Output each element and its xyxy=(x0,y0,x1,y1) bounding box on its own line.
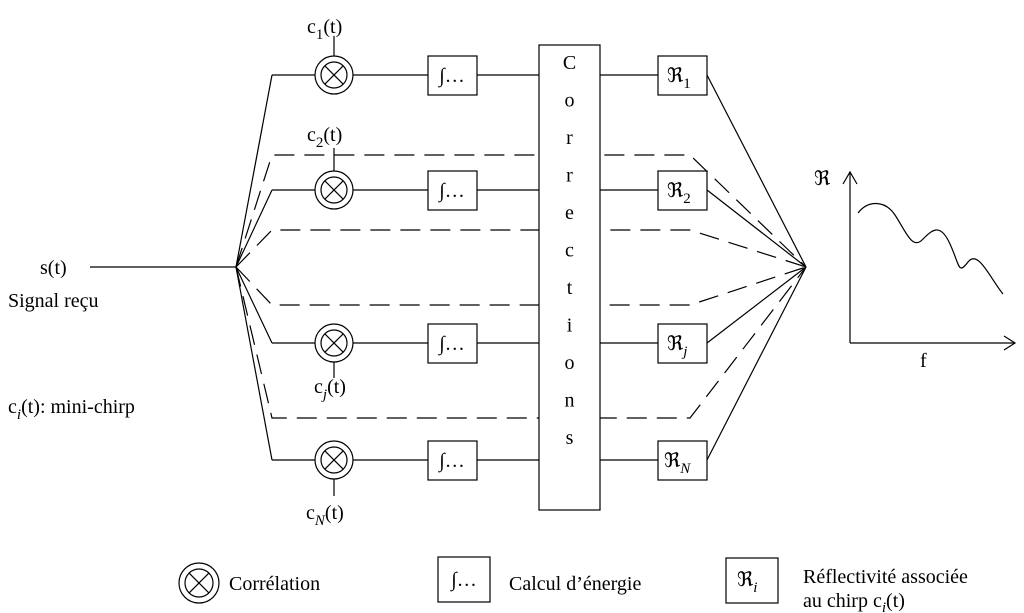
correlator-icon xyxy=(314,170,354,210)
corrections-letter: C xyxy=(563,52,576,74)
corrections-letter: e xyxy=(565,202,574,224)
chirp-note: ci(t): mini-chirp xyxy=(8,396,135,423)
legend-correlation-label: Corrélation xyxy=(229,573,320,595)
energy-box xyxy=(427,55,478,96)
y-axis-label: ℜ xyxy=(814,168,831,190)
corrections-letter: c xyxy=(565,240,574,262)
energy-box xyxy=(437,556,491,603)
chirp-label-n: cN(t) xyxy=(306,502,344,529)
reflectivity-box xyxy=(657,170,708,211)
channel-1: c1(t) ∫… ℜ1 xyxy=(272,16,708,96)
reflectivity-box xyxy=(657,440,708,481)
energy-label: ∫… xyxy=(437,450,464,473)
chirp-label-2: c2(t) xyxy=(307,124,342,151)
fan-in-lines xyxy=(706,74,807,461)
corrections-letter: n xyxy=(565,390,575,412)
corrections-letter: i xyxy=(567,315,573,337)
corrections-letter: o xyxy=(565,90,575,112)
energy-label: ∫… xyxy=(437,333,464,356)
legend-reflectivity-symbol: ℜi xyxy=(737,569,757,596)
energy-box xyxy=(427,440,478,481)
reflectivity-label-n: ℜN xyxy=(664,450,691,477)
energy-box xyxy=(427,170,478,211)
y-axis-arrow xyxy=(842,170,858,185)
corrections-letter: s xyxy=(566,427,574,449)
reflectivity-box xyxy=(657,323,708,364)
energy-label: ∫… xyxy=(437,180,464,203)
correlator-icon xyxy=(178,562,220,604)
chirp-label-1: c1(t) xyxy=(307,16,342,43)
correlator-icon xyxy=(314,323,354,363)
corrections-box xyxy=(538,44,601,511)
reflectivity-curve xyxy=(857,202,1004,295)
input-signal: s(t) Signal reçu xyxy=(8,257,236,312)
legend-energy-symbol: ∫… xyxy=(449,569,476,592)
legend-reflectivity-line1: Réflectivité associée xyxy=(803,566,968,588)
channel-2: c2(t) ∫… ℜ2 xyxy=(272,124,708,211)
reflectivity-plot: ℜ f xyxy=(814,168,1017,372)
chirp-label-j: cj(t) xyxy=(314,376,346,403)
x-axis-arrow xyxy=(1003,335,1017,351)
energy-box xyxy=(427,323,478,364)
legend-correlation: Corrélation xyxy=(178,562,320,604)
channel-n: cN(t) ∫… ℜN xyxy=(272,440,708,529)
reflectivity-label-1: ℜ1 xyxy=(667,65,691,92)
correlator-icon xyxy=(314,440,354,480)
energy-label: ∫… xyxy=(437,65,464,88)
legend-energy: ∫… Calcul d’énergie xyxy=(437,556,641,603)
legend-reflectivity-line2: au chirp ci(t) xyxy=(803,590,905,613)
reflectivity-label-j: ℜj xyxy=(667,333,687,360)
corrections-letter: r xyxy=(566,127,573,149)
corrections-letter: t xyxy=(567,277,573,299)
fan-out-lines xyxy=(235,74,273,461)
input-caption: Signal reçu xyxy=(8,290,99,312)
reflectivity-box xyxy=(725,557,779,604)
corrections-letter: r xyxy=(566,165,573,187)
reflectivity-label-2: ℜ2 xyxy=(667,180,691,207)
legend-reflectivity: ℜi Réflectivité associée au chirp ci(t) xyxy=(725,557,968,613)
reflectivity-box xyxy=(657,55,708,96)
dashed-band-outlines xyxy=(235,154,807,419)
corrections-letter: o xyxy=(565,352,575,374)
input-label: s(t) xyxy=(40,257,67,279)
legend: Corrélation ∫… Calcul d’énergie ℜi Réfle… xyxy=(178,556,968,613)
channel-j: cj(t) ∫… ℜj xyxy=(272,323,708,403)
correlator-icon xyxy=(314,55,354,95)
x-axis-label: f xyxy=(920,350,927,372)
legend-energy-label: Calcul d’énergie xyxy=(509,573,641,595)
